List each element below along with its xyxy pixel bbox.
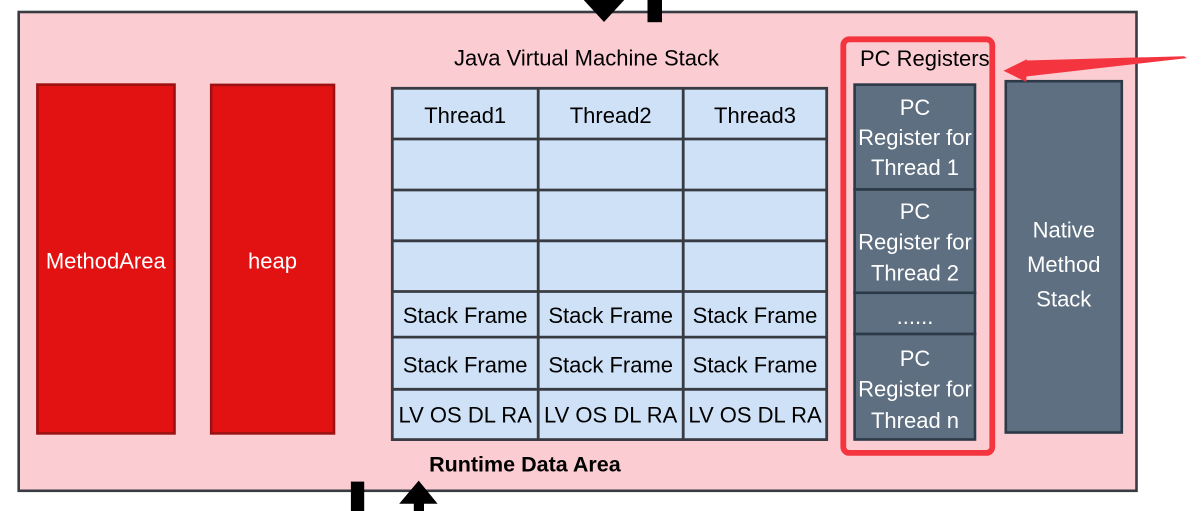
svg-text:Register for: Register for (858, 377, 972, 402)
svg-text:LV OS DL RA: LV OS DL RA (544, 402, 678, 427)
svg-text:Stack Frame: Stack Frame (693, 303, 818, 328)
svg-text:Stack: Stack (1036, 287, 1092, 312)
svg-text:LV OS DL RA: LV OS DL RA (688, 402, 822, 427)
svg-text:Thread n: Thread n (871, 408, 959, 433)
svg-text:Register for: Register for (858, 125, 972, 150)
svg-text:Java Virtual Machine Stack: Java Virtual Machine Stack (454, 45, 720, 70)
svg-text:Method: Method (1027, 252, 1100, 277)
svg-text:PC: PC (900, 346, 931, 371)
svg-text:Stack Frame: Stack Frame (403, 352, 528, 377)
svg-text:Thread2: Thread2 (570, 103, 652, 128)
svg-text:Runtime Data Area: Runtime Data Area (429, 452, 622, 476)
svg-text:Stack Frame: Stack Frame (403, 303, 528, 328)
svg-text:Native: Native (1033, 218, 1095, 243)
svg-text:PC: PC (900, 199, 931, 224)
svg-text:heap: heap (248, 249, 297, 274)
svg-text:Thread 2: Thread 2 (871, 260, 959, 285)
svg-text:Register for: Register for (858, 230, 972, 255)
svg-text:PC: PC (900, 95, 931, 120)
svg-text:Thread 1: Thread 1 (871, 155, 959, 180)
svg-text:Thread3: Thread3 (714, 103, 796, 128)
svg-text:Thread1: Thread1 (424, 103, 506, 128)
svg-text:......: ...... (897, 304, 934, 329)
svg-text:Stack Frame: Stack Frame (548, 352, 673, 377)
svg-text:Stack Frame: Stack Frame (693, 352, 818, 377)
svg-text:MethodArea: MethodArea (46, 249, 167, 274)
svg-text:LV OS DL RA: LV OS DL RA (399, 402, 533, 427)
svg-text:PC Registers: PC Registers (860, 46, 990, 71)
svg-text:Stack Frame: Stack Frame (548, 303, 673, 328)
